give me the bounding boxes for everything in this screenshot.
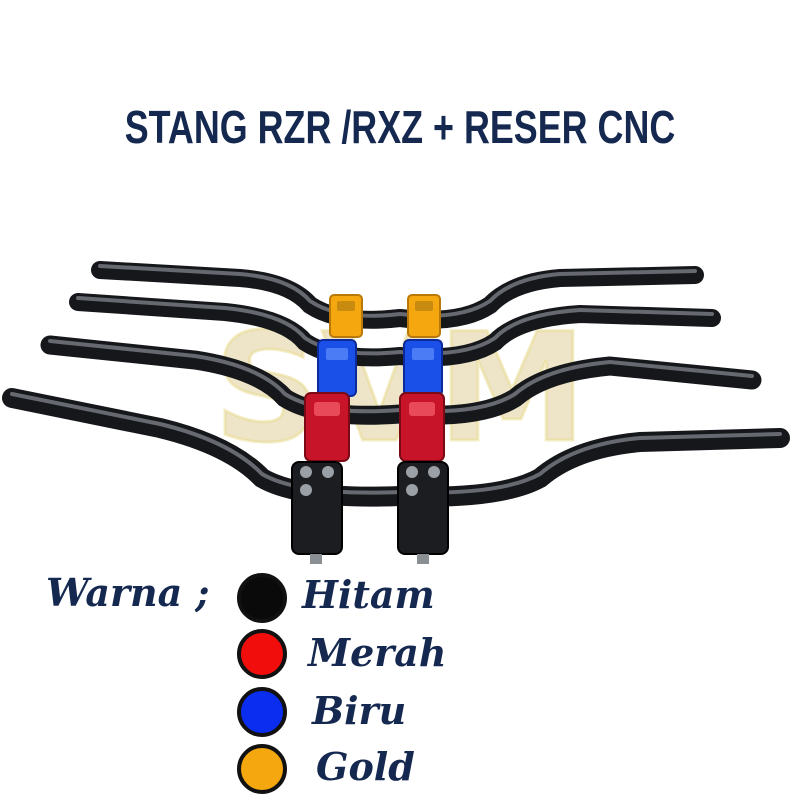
color-name: Biru bbox=[312, 688, 407, 733]
color-name: Merah bbox=[308, 630, 447, 675]
red-riser-pair bbox=[304, 392, 445, 462]
blue-swatch bbox=[237, 687, 287, 737]
gold-riser-pair bbox=[329, 294, 441, 338]
gold-swatch bbox=[237, 744, 287, 794]
color-legend-label: Warna ; bbox=[46, 570, 210, 615]
color-name: Gold bbox=[316, 744, 415, 789]
handlebar-1 bbox=[91, 261, 704, 329]
black-swatch bbox=[237, 573, 287, 623]
color-name: Hitam bbox=[302, 572, 435, 617]
black-riser-pair bbox=[291, 461, 449, 564]
red-swatch bbox=[237, 629, 287, 679]
handlebar-2 bbox=[69, 293, 721, 367]
handlebar-photo: SVM bbox=[2, 261, 790, 564]
blue-riser-pair bbox=[317, 339, 443, 397]
product-title: STANG RZR /RXZ + RESER CNC bbox=[124, 101, 676, 153]
